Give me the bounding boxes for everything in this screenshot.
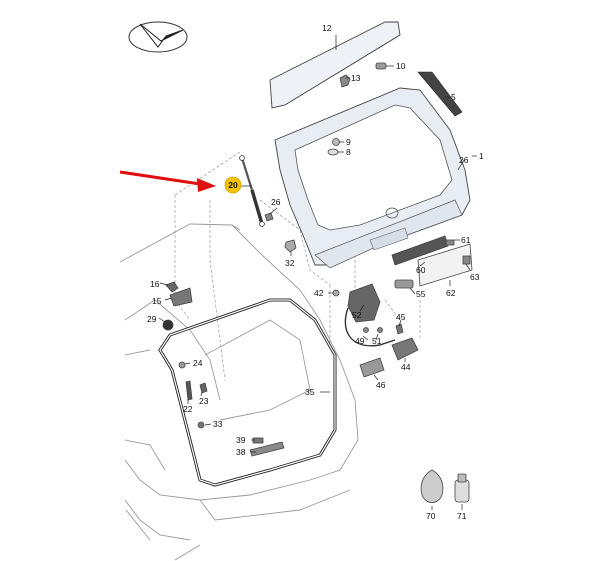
nut-63 <box>462 255 471 265</box>
callout-63: 63 <box>470 272 480 282</box>
hinge-15 <box>169 287 193 307</box>
callout-22: 22 <box>183 404 193 414</box>
striker-46 <box>359 357 385 378</box>
callout-13: 13 <box>351 73 361 83</box>
pin-16 <box>165 281 179 293</box>
buffer-29 <box>162 319 174 331</box>
callout-16: 16 <box>150 279 160 289</box>
callout-29: 29 <box>147 314 157 324</box>
screw-22 <box>185 380 193 401</box>
trunk-opening-seal <box>158 298 337 487</box>
clip-10 <box>375 62 387 70</box>
bolt-26 <box>264 212 274 222</box>
callout-61: 61 <box>461 235 471 245</box>
bolt-42 <box>332 289 340 297</box>
cable-49 <box>344 307 396 347</box>
rear-spoiler <box>269 21 401 109</box>
cover-24 <box>178 361 186 369</box>
callout-71: 71 <box>457 511 467 521</box>
callout-15: 15 <box>152 296 162 306</box>
clip-51 <box>363 327 383 333</box>
callout-33: 33 <box>213 419 223 429</box>
callout-labels: 12 13 10 5 9 8 1 26 26 32 61 63 60 62 55… <box>147 23 484 521</box>
nut-33 <box>197 421 205 429</box>
callout-52: 52 <box>352 310 362 320</box>
trim-strip-5 <box>417 71 463 117</box>
callout-55: 55 <box>416 289 426 299</box>
callout-20: 20 <box>228 180 238 190</box>
nut-61 <box>445 239 455 246</box>
callout-62: 62 <box>446 288 456 298</box>
bracket-44 <box>391 337 419 361</box>
plate-62 <box>417 243 473 287</box>
callout-12: 12 <box>322 23 332 33</box>
car-body-outline <box>119 223 359 561</box>
bracket-38 <box>249 441 285 457</box>
callout-23: 23 <box>199 396 209 406</box>
callout-60: 60 <box>416 265 426 275</box>
emblem-60 <box>391 235 449 266</box>
callout-39: 39 <box>236 435 246 445</box>
callout-10: 10 <box>396 61 406 71</box>
tailgate-frame <box>274 87 471 269</box>
callout-70: 70 <box>426 511 436 521</box>
callout-26-upper: 26 <box>459 155 469 165</box>
leader-lines <box>158 35 477 510</box>
grease-tube-70 <box>420 469 444 503</box>
callout-32: 32 <box>285 258 295 268</box>
callout-24: 24 <box>193 358 203 368</box>
cleaner-71 <box>454 473 470 503</box>
callout-44: 44 <box>401 362 411 372</box>
callout-5: 5 <box>451 92 456 102</box>
callout-9: 9 <box>346 137 351 147</box>
callout-49: 49 <box>355 336 365 346</box>
clip-13 <box>339 74 351 88</box>
callout-8: 8 <box>346 147 351 157</box>
grommet-8 <box>327 148 339 156</box>
callout-51: 51 <box>372 336 382 346</box>
buffer-32 <box>284 239 297 253</box>
lock-52 <box>347 283 381 323</box>
gas-strut <box>239 155 265 227</box>
callout-35: 35 <box>305 387 315 397</box>
highlight-arrow <box>119 170 216 192</box>
callout-42: 42 <box>314 288 324 298</box>
bolt-23 <box>199 382 208 394</box>
nut-9 <box>332 138 340 146</box>
highlight-marker <box>224 176 242 194</box>
callout-26-lower: 26 <box>271 197 281 207</box>
callout-46: 46 <box>376 380 386 390</box>
switch-55 <box>394 279 414 289</box>
callout-1: 1 <box>479 151 484 161</box>
callout-38: 38 <box>236 447 246 457</box>
callout-45: 45 <box>396 312 406 322</box>
orientation-compass-icon <box>128 21 188 53</box>
striker-39 <box>252 437 264 444</box>
